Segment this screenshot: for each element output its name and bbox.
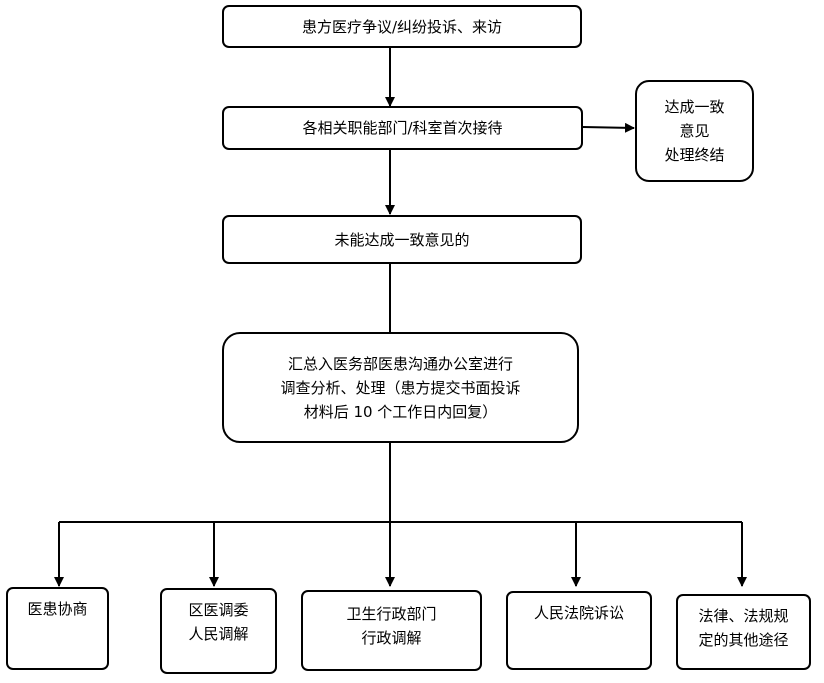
node-text-line: 人民法院诉讼 [533,604,624,622]
node-text-line: 处理终结 [664,146,725,164]
node-text-line: 材料后 10 个工作日内回复） [303,402,498,421]
reception-node: 各相关职能部门/科室首次接待 [222,106,583,150]
node-text-line: 人民调解 [188,625,249,643]
node-text-line: 定的其他途径 [698,631,789,649]
other-legal-node: 法律、法规规定的其他途径 [676,594,811,670]
negotiation-node: 医患协商 [6,587,109,670]
node-text-line: 患方医疗争议/纠纷投诉、来访 [301,17,503,36]
node-text-line: 区医调委 [188,601,249,619]
arrow-reception-to-agreed [582,122,635,133]
node-text-line: 医患协商 [27,600,88,618]
mediation-node: 区医调委人民调解 [160,588,277,674]
node-text-line: 达成一致 [664,98,725,116]
node-text-line: 未能达成一致意见的 [334,230,470,249]
node-text-line: 各相关职能部门/科室首次接待 [302,119,503,137]
start-node: 患方医疗争议/纠纷投诉、来访 [222,5,582,48]
court-node: 人民法院诉讼 [506,591,652,670]
node-text-line: 汇总入医务部医患沟通办公室进行 [287,354,513,373]
node-text-line: 法律、法规规 [698,607,789,625]
administrative-node: 卫生行政部门行政调解 [301,590,482,671]
node-text-line: 调查分析、处理（患方提交书面投诉 [280,378,521,397]
not-agreed-node: 未能达成一致意见的 [222,215,582,264]
investigation-node: 汇总入医务部医患沟通办公室进行调查分析、处理（患方提交书面投诉材料后 10 个工… [222,332,579,443]
node-text-line: 行政调解 [361,629,422,647]
node-text-line: 意见 [679,122,710,140]
agreed-node: 达成一致意见处理终结 [635,80,754,182]
node-text-line: 卫生行政部门 [346,605,437,623]
